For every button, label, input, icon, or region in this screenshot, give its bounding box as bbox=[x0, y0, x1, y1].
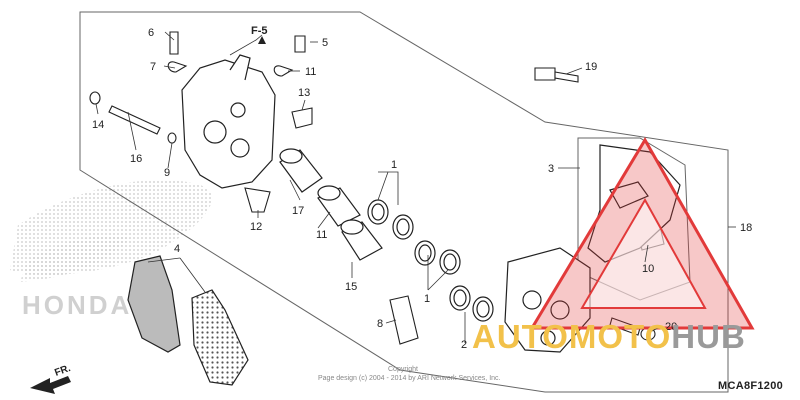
copyright-notice: Page design (c) 2004 - 2014 by ARI Netwo… bbox=[318, 375, 501, 382]
diagram-code: MCA8F1200 bbox=[718, 380, 784, 392]
callout-4: 4 bbox=[174, 243, 180, 255]
callout-19: 19 bbox=[585, 61, 597, 73]
site-watermark-text: AUTOMOTOHUB bbox=[472, 318, 746, 356]
callout-7-left: 7 bbox=[150, 61, 156, 73]
callout-1-top: 1 bbox=[391, 159, 397, 171]
callout-9: 9 bbox=[164, 167, 170, 179]
site-watermark-part2: HUB bbox=[671, 318, 746, 355]
callout-8: 8 bbox=[377, 318, 383, 330]
pistons bbox=[279, 148, 383, 261]
front-direction-label: FR. bbox=[53, 363, 72, 379]
seal-rings bbox=[367, 199, 494, 322]
callout-15: 15 bbox=[345, 281, 357, 293]
callout-18: 18 bbox=[740, 222, 752, 234]
callout-2: 2 bbox=[461, 339, 467, 351]
leader-lines bbox=[95, 31, 736, 343]
callout-10: 10 bbox=[642, 263, 654, 275]
callout-20: 20 bbox=[665, 321, 677, 333]
assembly-outline bbox=[79, 11, 729, 393]
front-direction-arrow: FR. bbox=[30, 363, 72, 394]
callout-6: 6 bbox=[148, 27, 154, 39]
site-watermark-part1: AUTOMOTO bbox=[472, 318, 672, 355]
section-ref-arrow-icon bbox=[258, 36, 266, 44]
callout-11: 11 bbox=[316, 229, 327, 241]
callout-14: 14 bbox=[92, 119, 104, 131]
callout-13: 13 bbox=[298, 87, 310, 99]
callout-12: 12 bbox=[250, 221, 262, 233]
callout-3: 3 bbox=[548, 163, 554, 175]
site-watermark-logo bbox=[529, 137, 755, 330]
callout-labels: 6 7 5 11 14 13 16 9 17 11 12 15 1 1 2 4 … bbox=[92, 27, 752, 351]
honda-wing-watermark: HONDA bbox=[10, 179, 212, 320]
callout-17: 17 bbox=[292, 205, 304, 217]
callout-7-right: 11 bbox=[305, 66, 316, 78]
callout-1-bottom: 1 bbox=[424, 293, 430, 305]
caliper-body bbox=[181, 54, 276, 189]
section-ref-label: F-5 bbox=[251, 25, 268, 37]
honda-watermark-text: HONDA bbox=[22, 290, 132, 320]
callout-16: 16 bbox=[130, 153, 142, 165]
callout-5: 5 bbox=[322, 37, 328, 49]
brake-pads bbox=[127, 255, 249, 386]
copyright-label: Copyright bbox=[388, 366, 418, 373]
